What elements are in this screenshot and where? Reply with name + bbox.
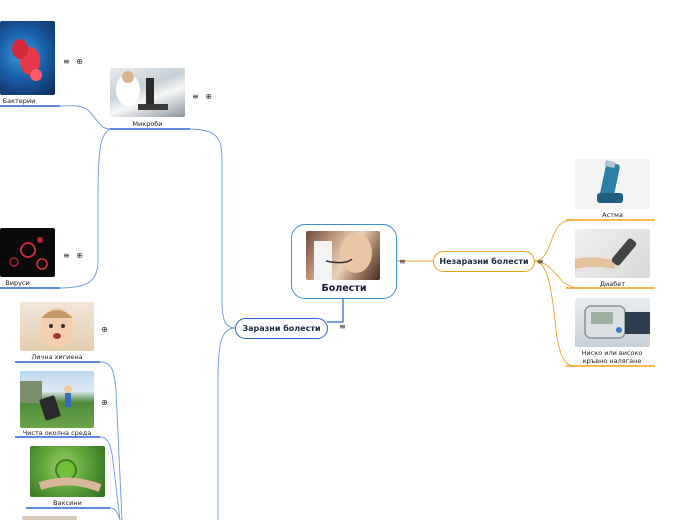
microscope-lab-image	[110, 68, 185, 117]
node-diabetes[interactable]: Диабет	[599, 280, 626, 288]
branch-noninfectious[interactable]: Незаразни болести	[433, 251, 535, 272]
node-viruses[interactable]: Вируси	[5, 279, 30, 287]
node-hygiene[interactable]: Лична хигиена	[31, 353, 83, 361]
notes-link-icon[interactable]: ≡ ⊕	[192, 92, 214, 101]
glucose-meter-image	[575, 229, 650, 278]
connector-hygiene	[99, 361, 123, 520]
node-environment[interactable]: Чиста околна среда	[22, 429, 92, 437]
node-bacteria[interactable]: Бактерии	[2, 97, 36, 105]
connector-noninf-asthma	[533, 219, 576, 262]
virus-image	[0, 228, 55, 277]
notes-icon[interactable]: ≡	[537, 257, 546, 266]
connector-noninf-pressure	[533, 260, 576, 367]
bacteria-image	[0, 21, 55, 95]
root-title: Болести	[321, 283, 367, 294]
inhaler-image	[575, 159, 650, 209]
notes-icon[interactable]: ≡	[339, 322, 348, 331]
connector-environment	[99, 436, 121, 520]
globe-icon[interactable]: ⊕	[101, 398, 110, 407]
connector-infectious-hygiene	[217, 327, 237, 520]
doctor-examination-image	[306, 231, 380, 280]
node-asthma[interactable]: Астма	[602, 211, 623, 219]
clean-environment-image	[20, 371, 94, 428]
notes-link-icon[interactable]: ≡ ⊕	[63, 251, 85, 260]
connector-microbes-bacteria	[59, 105, 111, 130]
child-hygiene-image	[20, 302, 94, 351]
connector-microbes-viruses	[59, 128, 111, 289]
partial-image	[22, 516, 77, 520]
notes-icon[interactable]: ≡	[399, 257, 408, 266]
notes-link-icon[interactable]: ≡ ⊕	[63, 57, 85, 66]
root-node[interactable]: Болести	[291, 224, 397, 299]
pressure-label-line2: кръвно налягане	[582, 357, 642, 366]
connector-noninf-diabetes	[533, 260, 576, 289]
vaccine-image	[30, 446, 105, 497]
pressure-label-line1: Ниско или високо	[581, 349, 643, 357]
connector-infectious-microbes	[189, 128, 237, 329]
node-microbes[interactable]: Микроби	[132, 120, 163, 128]
blood-pressure-monitor-image	[575, 298, 650, 347]
branch-infectious[interactable]: Заразни болести	[235, 318, 328, 339]
connector-root-infectious	[327, 298, 344, 323]
globe-icon[interactable]: ⊕	[101, 325, 110, 334]
connector-vaccines	[109, 507, 121, 520]
node-vaccines[interactable]: Ваксини	[53, 499, 82, 507]
node-pressure[interactable]: Ниско или високо кръвно налягане	[572, 349, 652, 365]
